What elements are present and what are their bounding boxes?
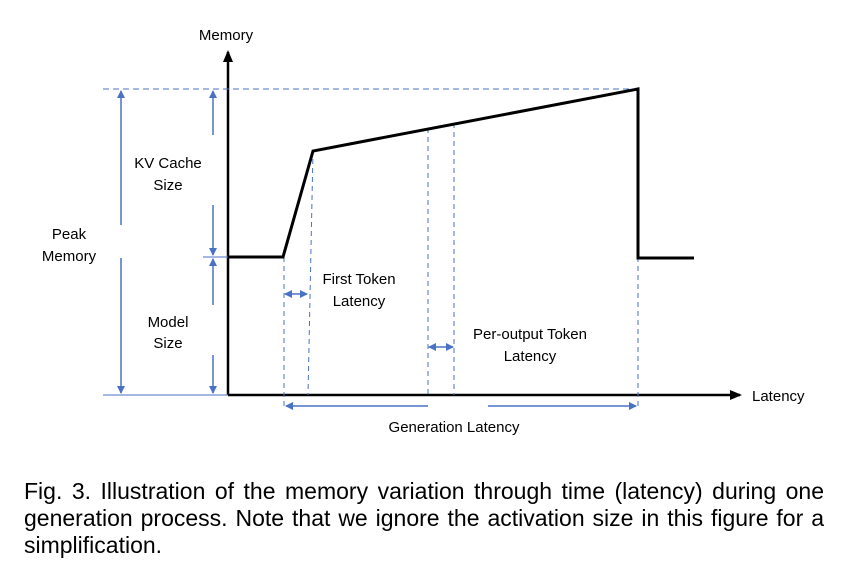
first-token-end-guide [307,149,314,396]
first-token-label-line2: Latency [333,293,386,310]
kv-cache-label-line1: KV Cache [134,155,202,172]
per-output-label-line1: Per-output Token [473,326,587,343]
model-size-label-line2: Size [153,335,182,352]
peak-memory-label-line2: Memory [42,248,97,265]
first-token-label-line1: First Token [322,271,395,288]
kv-cache-label-line2: Size [153,177,182,194]
memory-curve [228,87,694,260]
per-output-label-line2: Latency [504,348,557,365]
y-axis-label: Memory [199,27,254,44]
peak-memory-label-line1: Peak [52,226,87,243]
model-size-label-line1: Model [148,314,189,331]
memory-latency-diagram: Memory Latency Peak Memory KV Cache Size… [42,27,805,436]
figure-caption: Fig. 3. Illustration of the memory varia… [24,478,824,558]
generation-latency-label: Generation Latency [389,419,520,436]
x-axis-label: Latency [752,388,805,405]
